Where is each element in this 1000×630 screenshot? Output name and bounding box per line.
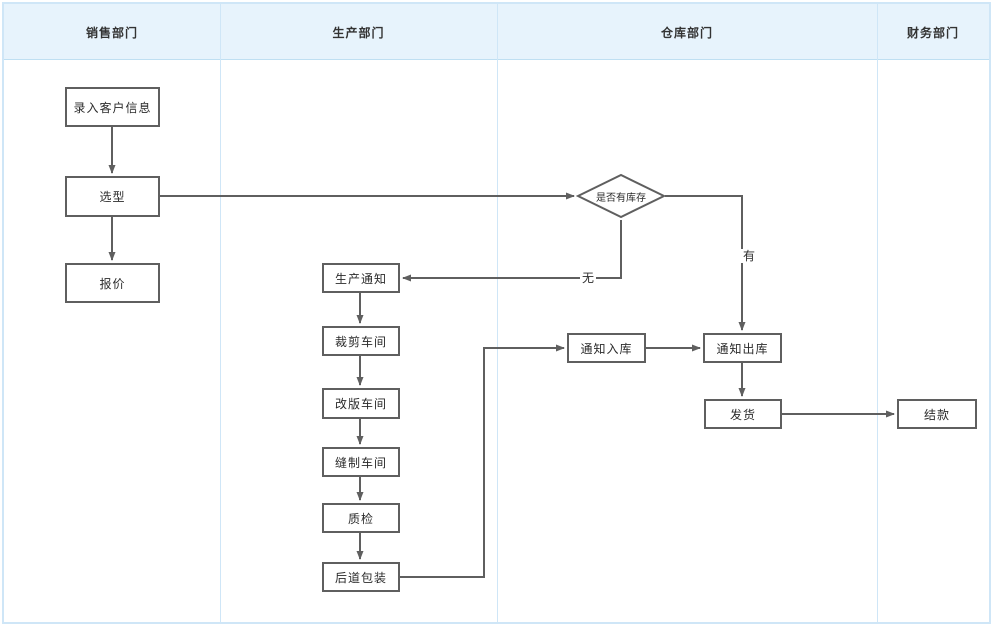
lane-header-finance: 财务部门 [906,25,959,40]
node-sewing-workshop[interactable]: 缝制车间 [322,447,400,477]
node-quality-inspection[interactable]: 质检 [322,503,400,533]
lane-divider [877,4,878,622]
edge-label-yes: 有 [740,249,758,263]
lane-header-sales: 销售部门 [85,25,138,40]
node-production-notice[interactable]: 生产通知 [322,263,400,293]
node-quotation[interactable]: 报价 [65,263,160,303]
node-enter-customer-info[interactable]: 录入客户信息 [65,87,160,127]
lane-header-warehouse: 仓库部门 [660,25,713,40]
lane-header-production: 生产部门 [332,25,385,40]
diamond-shape [576,173,666,219]
lane-divider [497,4,498,622]
node-notify-outbound[interactable]: 通知出库 [703,333,782,363]
node-decision-has-stock[interactable]: 是否有库存 [576,172,666,220]
edge-label-no: 无 [579,271,597,285]
node-model-selection[interactable]: 选型 [65,176,160,217]
node-revision-workshop[interactable]: 改版车间 [322,388,400,419]
lane-divider [220,4,221,622]
decision-label: 是否有库存 [596,192,646,204]
lane-header-row [4,4,989,60]
node-settlement[interactable]: 结款 [897,399,977,429]
node-final-packaging[interactable]: 后道包装 [322,562,400,592]
node-cutting-workshop[interactable]: 裁剪车间 [322,326,400,356]
node-notify-inbound[interactable]: 通知入库 [567,333,646,363]
node-ship-goods[interactable]: 发货 [704,399,782,429]
